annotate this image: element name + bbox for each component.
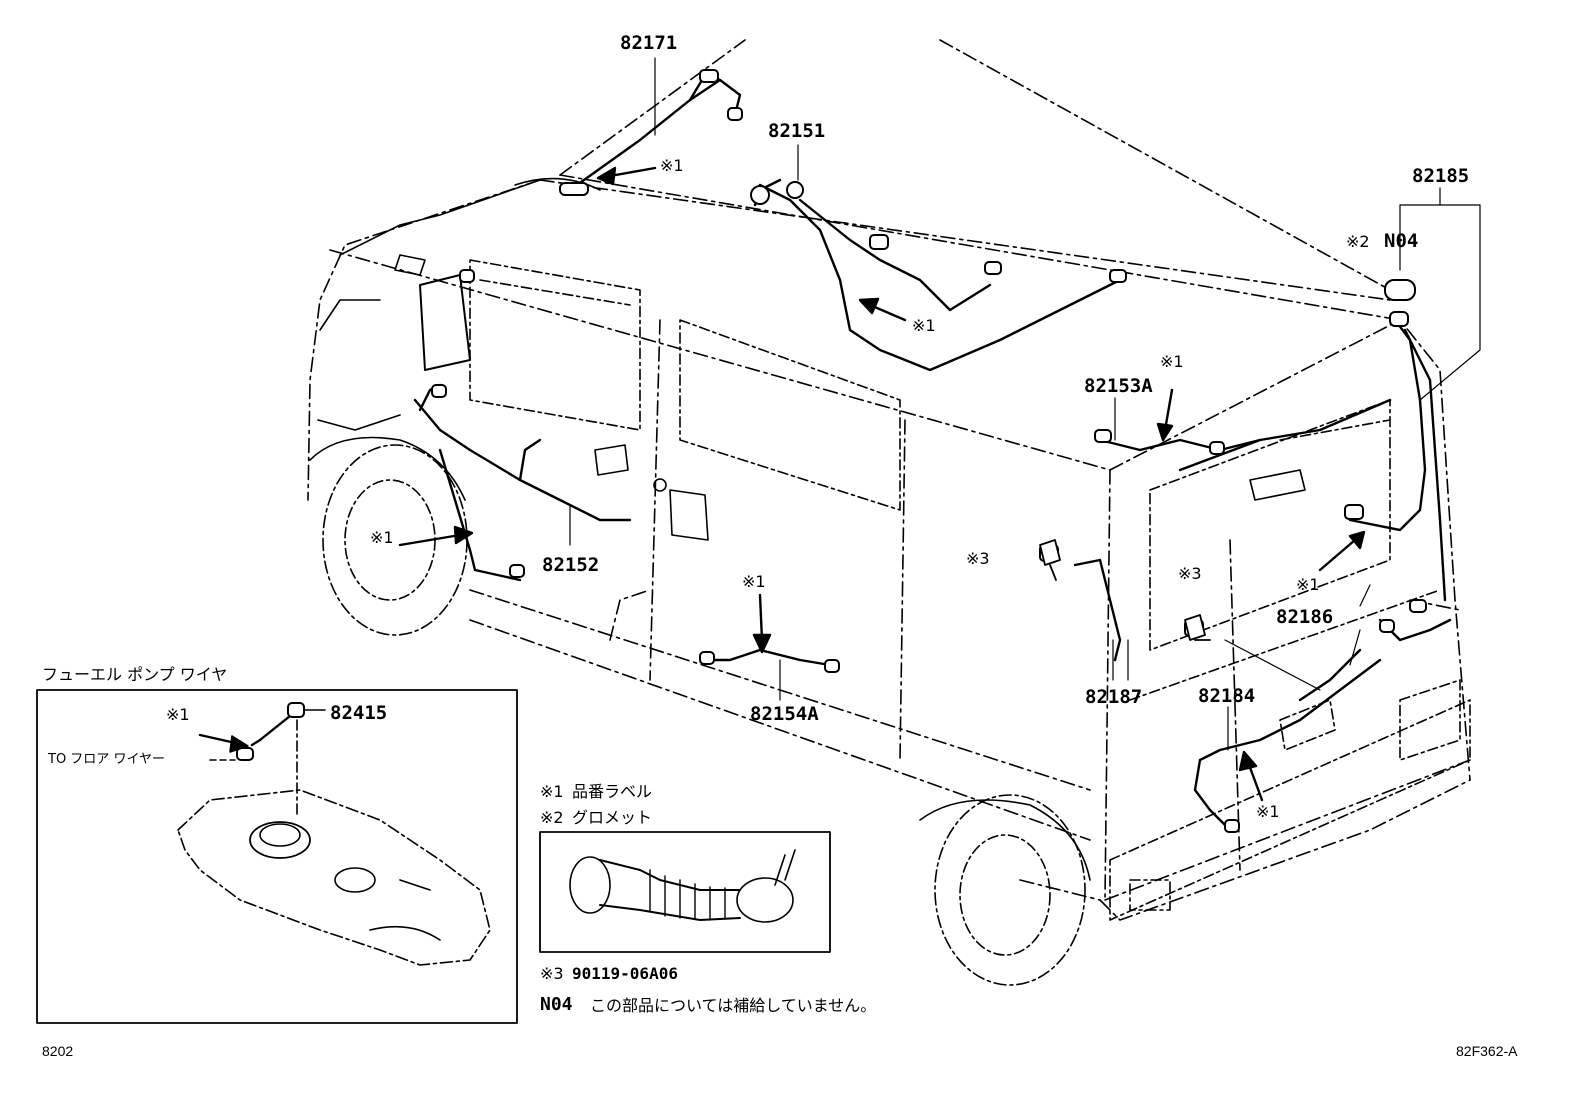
mark-label-82415: ※1: [166, 705, 190, 724]
fittings: [594, 444, 1306, 541]
harness-82187: [1073, 558, 1122, 662]
legend-n04-code: N04: [540, 994, 573, 1015]
grommet-tag-n04: N04: [1384, 230, 1419, 252]
harness-82151: [758, 183, 1122, 372]
mark-label-82151: ※1: [912, 316, 936, 335]
part-82153A: 82153A: [1084, 375, 1153, 397]
legend-3-part: 90119-06A06: [572, 964, 678, 983]
fuel-pump-inset: [36, 689, 518, 1024]
harness-82153A: [1098, 438, 1262, 452]
legend-n04-text: この部品については補給していません。: [590, 996, 877, 1015]
part-82185: 82185: [1412, 165, 1470, 187]
inset-title: フューエル ポンプ ワイヤ: [42, 665, 228, 684]
bolts: [1039, 539, 1211, 641]
footer-right-code: 82F362-A: [1456, 1043, 1518, 1059]
harness-82185: [1348, 318, 1427, 532]
legend-1-text: 品番ラベル: [572, 782, 653, 801]
part-82152: 82152: [542, 554, 600, 576]
part-82415: 82415: [330, 702, 388, 724]
leader-lines: [569, 57, 1481, 751]
mark-bolt-rear: ※3: [1178, 564, 1202, 583]
label-arrows: [398, 166, 1366, 802]
part-82154A: 82154A: [750, 703, 819, 725]
connectors: [431, 69, 1427, 833]
footer-left-code: 8202: [42, 1043, 74, 1059]
mark-label-82171: ※1: [660, 156, 684, 175]
mark-grommet: ※2: [1346, 232, 1370, 251]
mark-label-82153A: ※1: [1160, 352, 1184, 371]
to-floor-wire: TO フロア ワイヤー: [48, 752, 166, 767]
rear-bumper: [1109, 679, 1471, 921]
legend-3-mark: ※3: [540, 964, 564, 983]
harness-82184: [1198, 658, 1382, 762]
part-82184: 82184: [1198, 685, 1256, 707]
part-82186: 82186: [1276, 606, 1334, 628]
harness-82171: [568, 78, 742, 192]
legend-2-text: グロメット: [572, 808, 653, 827]
van-body-outline: [307, 39, 1471, 921]
front-cab: [317, 177, 601, 431]
windows-and-doors: [469, 259, 1441, 701]
grommet-legend-box: [539, 831, 831, 953]
legend-2-mark: ※2: [540, 808, 564, 827]
mark-label-82184: ※1: [1256, 802, 1280, 821]
part-82171: 82171: [620, 32, 678, 54]
part-82187: 82187: [1085, 686, 1143, 708]
mark-label-82186: ※1: [1296, 575, 1320, 594]
rear-wheel: [919, 794, 1091, 986]
mark-bolt-side: ※3: [966, 549, 990, 568]
harness-82154A: [703, 648, 832, 667]
mark-label-82154A: ※1: [742, 572, 766, 591]
legend-1-mark: ※1: [540, 782, 564, 801]
part-82151: 82151: [768, 120, 826, 142]
mark-label-82152: ※1: [370, 528, 394, 547]
